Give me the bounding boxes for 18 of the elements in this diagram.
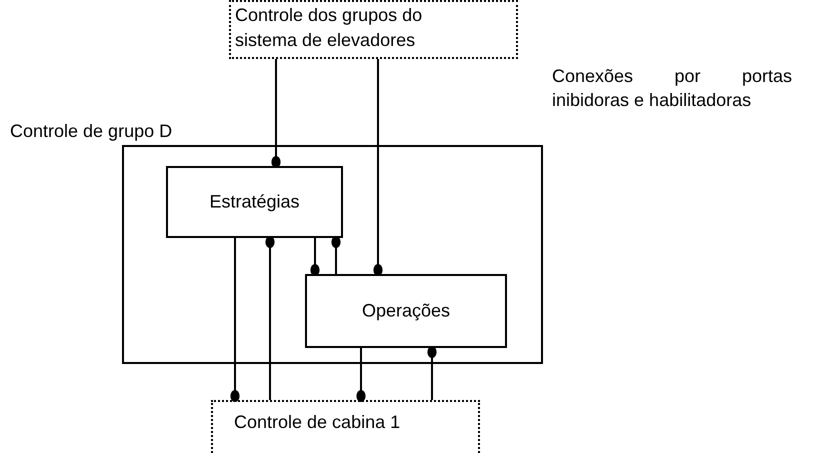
process-box xyxy=(166,166,343,238)
group-label: Controle de grupo D xyxy=(10,121,172,142)
node-label: Controle de cabina 1 xyxy=(234,412,400,433)
connector xyxy=(265,236,275,400)
system-box xyxy=(229,0,518,59)
system-box xyxy=(211,400,480,453)
connector xyxy=(230,238,240,402)
connector xyxy=(427,346,437,400)
connector xyxy=(310,238,320,276)
note-text: Conexões por portas inibidoras e habilitadoras xyxy=(552,65,792,112)
connector xyxy=(271,59,281,168)
connector xyxy=(373,59,383,276)
connector xyxy=(331,236,341,274)
connector xyxy=(356,348,366,402)
process-box xyxy=(305,274,507,348)
node-label: Operações xyxy=(362,300,450,322)
node-label: Controle dos grupos do sistema de elevadores xyxy=(235,4,424,52)
node-label: Estratégias xyxy=(209,192,300,212)
